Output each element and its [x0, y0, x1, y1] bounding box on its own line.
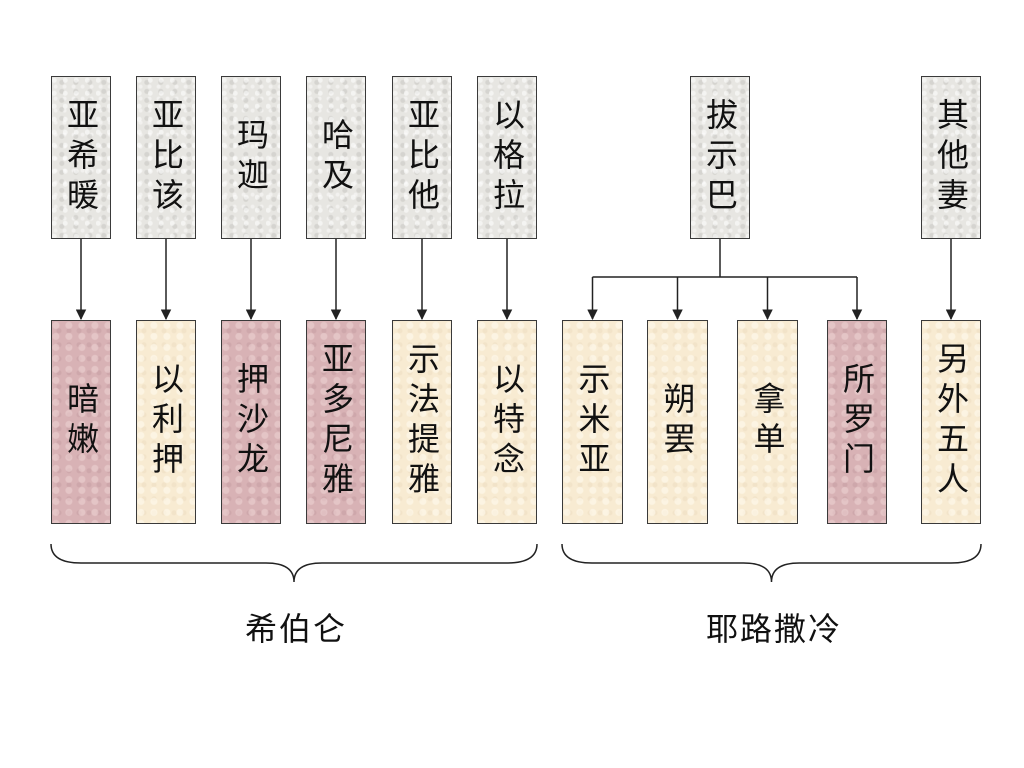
parent-name: 哈及 [317, 117, 355, 198]
parent-box-p7: 拔示巴 [690, 76, 750, 239]
child-name: 以特念 [488, 362, 526, 482]
child-name: 另外五人 [932, 342, 970, 502]
parent-box-p3: 玛迦 [221, 76, 281, 239]
child-name: 朔罢 [658, 382, 697, 462]
parent-name: 亚希暖 [62, 97, 100, 218]
parent-name: 玛迦 [232, 117, 270, 198]
child-box-c1: 暗嫩 [51, 320, 111, 524]
group-label-jerusalem: 耶路撒冷 [705, 610, 843, 648]
child-name: 示法提雅 [403, 342, 441, 502]
child-name: 拿单 [748, 382, 787, 462]
child-box-c7: 示米亚 [562, 320, 623, 524]
child-box-c3: 押沙龙 [221, 320, 281, 524]
group-brace-g1 [50, 543, 538, 583]
child-box-c4: 亚多尼雅 [306, 320, 366, 524]
child-box-c2: 以利押 [136, 320, 196, 524]
child-box-c9: 拿单 [737, 320, 798, 524]
parent-box-p1: 亚希暖 [51, 76, 111, 239]
child-name: 亚多尼雅 [317, 342, 355, 502]
parent-name: 其他妻 [932, 97, 970, 218]
child-box-c8: 朔罢 [647, 320, 708, 524]
group-brace-g2 [561, 543, 982, 583]
parent-name: 亚比该 [147, 97, 185, 218]
parent-box-p5: 亚比他 [392, 76, 452, 239]
child-box-c5: 示法提雅 [392, 320, 452, 524]
parent-name: 以格拉 [488, 97, 526, 218]
child-name: 示米亚 [573, 362, 612, 482]
parent-box-p4: 哈及 [306, 76, 366, 239]
child-box-c10: 所罗门 [827, 320, 887, 524]
parent-box-p6: 以格拉 [477, 76, 537, 239]
parent-box-p2: 亚比该 [136, 76, 196, 239]
parent-name: 拔示巴 [701, 97, 739, 218]
child-box-c6: 以特念 [477, 320, 537, 524]
parent-box-p8: 其他妻 [921, 76, 981, 239]
child-name: 押沙龙 [232, 362, 270, 482]
child-name: 以利押 [147, 362, 185, 482]
child-name: 暗嫩 [62, 382, 100, 462]
parent-name: 亚比他 [403, 97, 441, 218]
group-label-hebron: 希伯仑 [244, 610, 348, 648]
child-name: 所罗门 [838, 362, 876, 482]
child-box-c11: 另外五人 [921, 320, 981, 524]
